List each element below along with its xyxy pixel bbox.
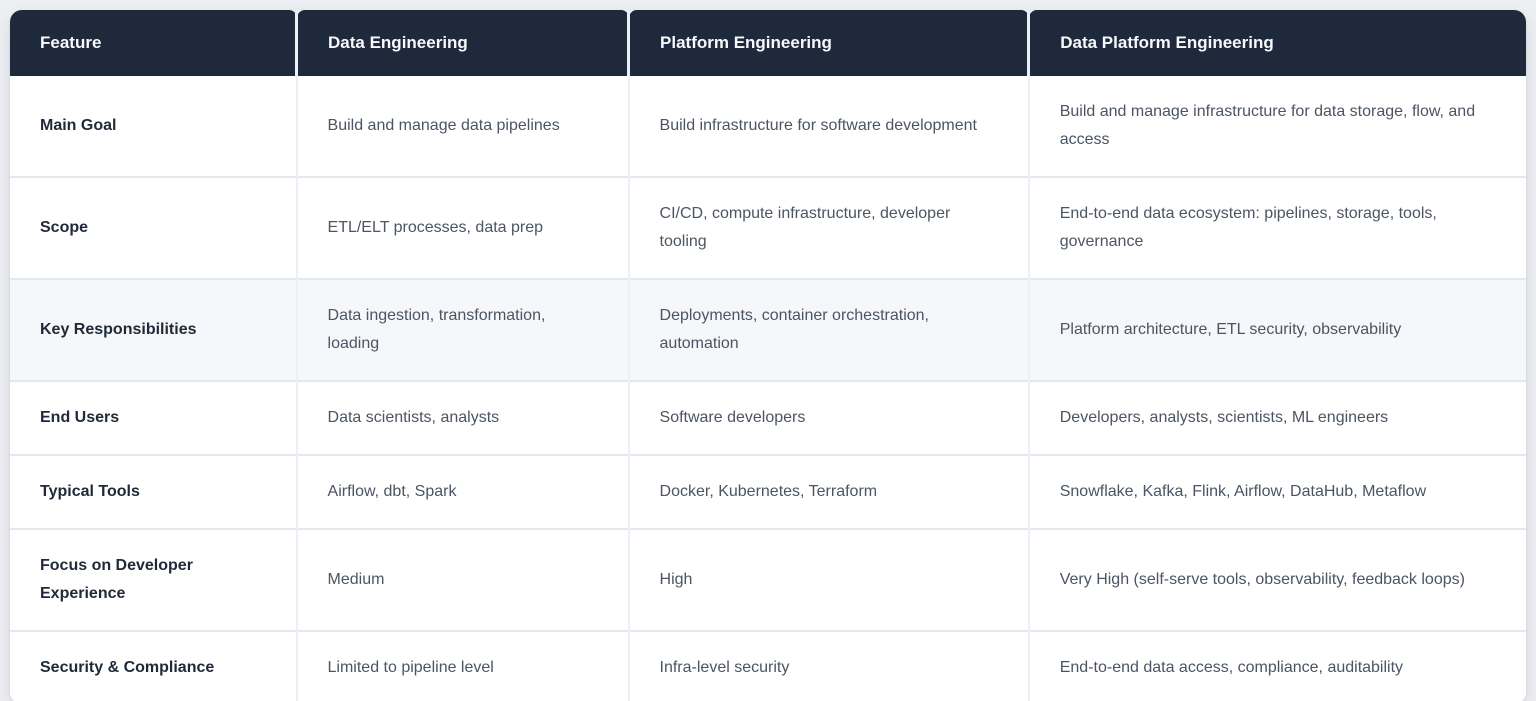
feature-cell: Focus on Developer Experience [10,528,297,631]
cell-platform-engineering: Build infrastructure for software develo… [627,76,1029,177]
column-header-data-engineering: Data Engineering [295,10,629,76]
feature-cell: Typical Tools [10,454,297,529]
feature-cell: End Users [10,380,297,455]
cell-data-engineering: Limited to pipeline level [295,630,629,701]
cell-data-platform-engineering: Platform architecture, ETL security, obs… [1027,278,1526,381]
cell-data-platform-engineering: Snowflake, Kafka, Flink, Airflow, DataHu… [1027,454,1526,529]
feature-cell: Scope [10,176,297,279]
cell-platform-engineering: Deployments, container orchestration, au… [627,278,1029,381]
cell-platform-engineering: Infra-level security [627,630,1029,701]
cell-data-engineering: Data scientists, analysts [295,380,629,455]
cell-data-engineering: Medium [295,528,629,631]
cell-data-engineering: ETL/ELT processes, data prep [295,176,629,279]
feature-cell: Main Goal [10,76,297,177]
column-header-feature: Feature [10,10,297,76]
cell-platform-engineering: High [627,528,1029,631]
cell-data-platform-engineering: End-to-end data access, compliance, audi… [1027,630,1526,701]
cell-data-engineering: Build and manage data pipelines [295,76,629,177]
cell-platform-engineering: Software developers [627,380,1029,455]
feature-cell: Key Responsibilities [10,278,297,381]
cell-data-platform-engineering: Developers, analysts, scientists, ML eng… [1027,380,1526,455]
cell-data-platform-engineering: Very High (self-serve tools, observabili… [1027,528,1526,631]
cell-platform-engineering: CI/CD, compute infrastructure, developer… [627,176,1029,279]
feature-cell: Security & Compliance [10,630,297,701]
cell-platform-engineering: Docker, Kubernetes, Terraform [627,454,1029,529]
cell-data-engineering: Airflow, dbt, Spark [295,454,629,529]
column-header-data-platform-engineering: Data Platform Engineering [1027,10,1526,76]
cell-data-platform-engineering: End-to-end data ecosystem: pipelines, st… [1027,176,1526,279]
cell-data-platform-engineering: Build and manage infrastructure for data… [1027,76,1526,177]
column-header-platform-engineering: Platform Engineering [627,10,1029,76]
cell-data-engineering: Data ingestion, transformation, loading [295,278,629,381]
